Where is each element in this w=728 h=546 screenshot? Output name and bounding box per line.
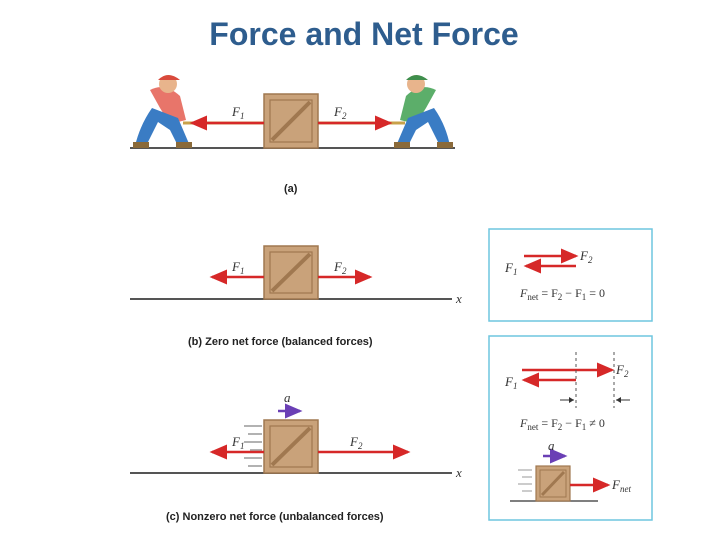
crate-c bbox=[263, 419, 319, 474]
net-force-equation-c: Fnet = F2 − F1 ≠ 0 bbox=[519, 416, 605, 432]
panel-b: x F1 F2 (b) Zero net force (balanced for… bbox=[130, 228, 653, 348]
vector-label-f2-b: F2 bbox=[579, 248, 593, 265]
axis-label-c: x bbox=[455, 465, 462, 480]
motion-lines bbox=[244, 425, 262, 467]
label-f1-b: F1 bbox=[231, 259, 244, 276]
net-force-equation-b: Fnet = F2 − F1 = 0 bbox=[519, 286, 605, 302]
accel-label-c: a bbox=[284, 390, 291, 405]
mini-crate bbox=[535, 465, 571, 502]
label-f1-c: F1 bbox=[231, 434, 244, 451]
label-f2-c: F2 bbox=[349, 434, 363, 451]
caption-b: (b) Zero net force (balanced forces) bbox=[188, 336, 373, 348]
label-f2-b: F2 bbox=[333, 259, 347, 276]
crate-b bbox=[263, 245, 319, 300]
caption-c: (c) Nonzero net force (unbalanced forces… bbox=[166, 511, 384, 523]
label-f1-a: F1 bbox=[231, 104, 244, 121]
slide-title: Force and Net Force bbox=[209, 16, 519, 52]
vector-sum-box-c: F2 F1 Fnet = F2 − F1 ≠ 0 a Fnet bbox=[488, 335, 653, 521]
panel-c: x a F1 F2 (c) Nonzero net force (unbalan… bbox=[130, 335, 653, 523]
crate-a bbox=[263, 93, 319, 149]
person-right bbox=[394, 75, 453, 148]
net-force-label-mini: Fnet bbox=[611, 477, 631, 494]
person-left bbox=[133, 75, 192, 148]
caption-a: (a) bbox=[284, 183, 298, 195]
motion-lines-mini bbox=[518, 469, 532, 492]
vector-label-f1-c: F1 bbox=[504, 374, 517, 391]
panel-a: F1 F2 (a) bbox=[130, 75, 455, 195]
label-f2-a: F2 bbox=[333, 104, 347, 121]
axis-label-b: x bbox=[455, 291, 462, 306]
accel-label-mini: a bbox=[548, 438, 555, 453]
vector-sum-box-b: F2 F1 Fnet = F2 − F1 = 0 bbox=[488, 228, 653, 322]
vector-label-f2-c: F2 bbox=[615, 362, 629, 379]
vector-label-f1-b: F1 bbox=[504, 260, 517, 277]
